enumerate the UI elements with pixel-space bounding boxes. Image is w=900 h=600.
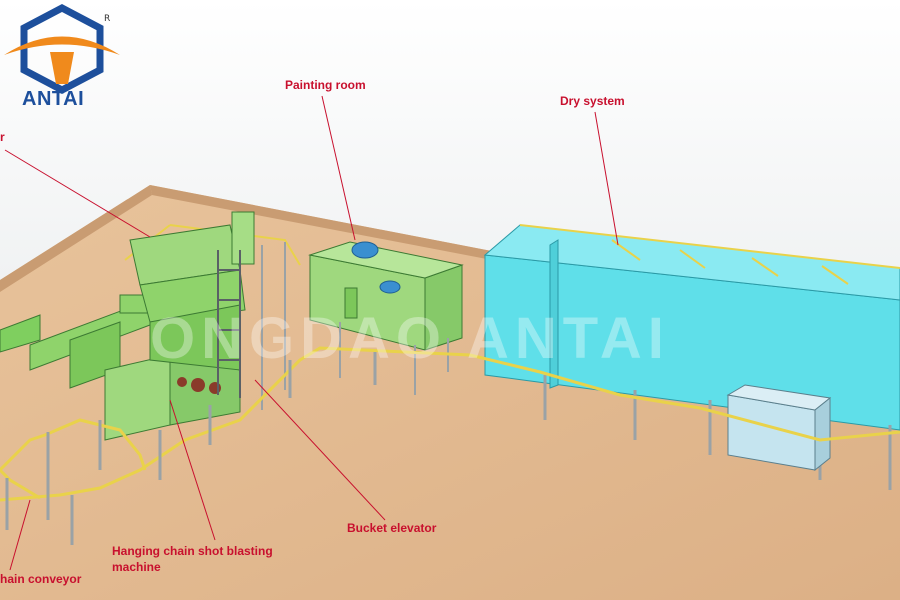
painting-room [308, 241, 464, 395]
label-shot-blasting-line1: Hanging chain shot blasting [112, 544, 273, 558]
conveyor-supports [5, 352, 377, 545]
dust-collector [0, 294, 161, 389]
watermark-text: ONGDAO ANTAI [150, 306, 670, 371]
label-cut-fragment: r [0, 130, 5, 144]
label-painting-room: Painting room [285, 78, 366, 92]
bucket-elevator [217, 242, 286, 410]
chain-conveyor-track [0, 346, 900, 502]
leader-lines [4, 95, 619, 571]
antai-logo-mark [4, 4, 120, 94]
label-chain-conveyor: hain conveyor [0, 572, 82, 586]
label-bucket-elevator: Bucket elevator [347, 521, 437, 535]
brand-name: ANTAI [22, 88, 85, 110]
registered-mark-icon: R [104, 14, 111, 24]
label-dry-system: Dry system [560, 94, 625, 108]
heater-cabinet [726, 384, 832, 472]
label-shot-blasting-line2: machine [112, 560, 161, 574]
